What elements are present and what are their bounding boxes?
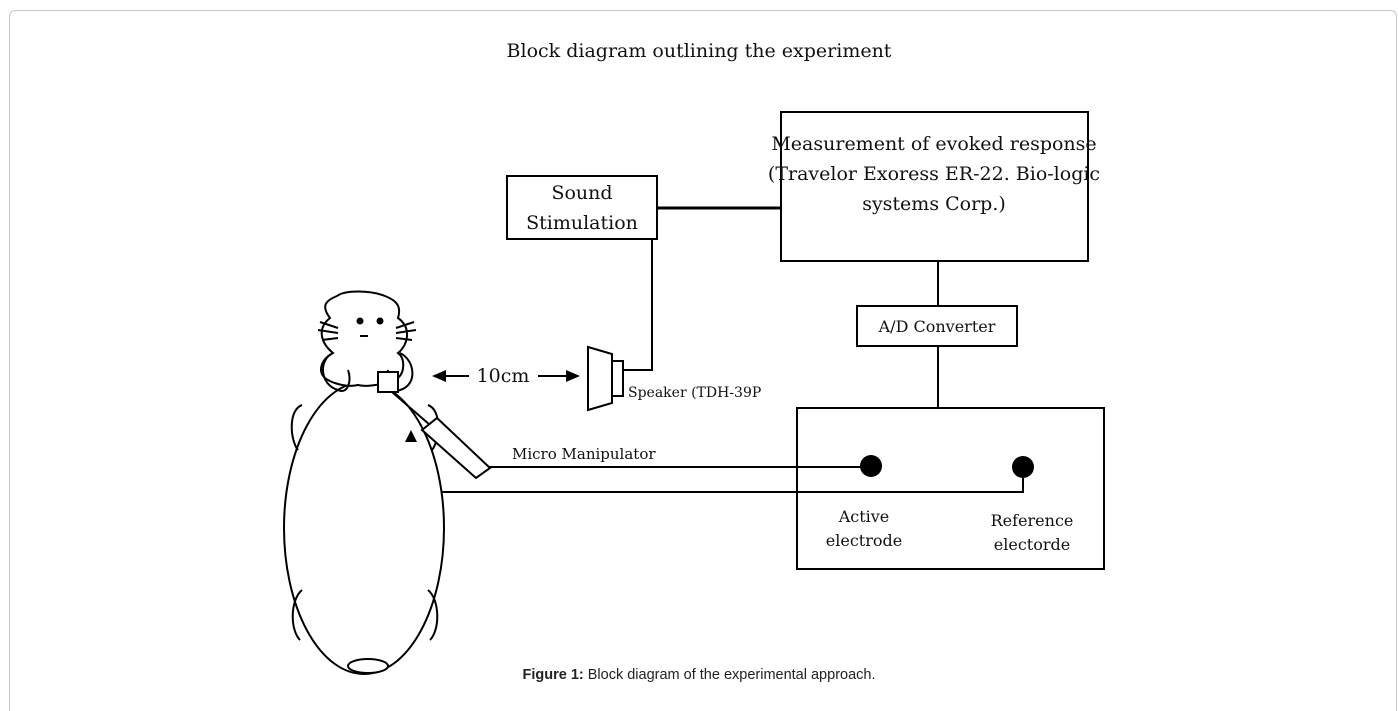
measurement-box <box>780 111 1089 262</box>
electrode-box <box>796 407 1105 570</box>
arrowhead-left <box>432 370 446 382</box>
active-electrode-dot <box>860 455 882 477</box>
sound-stimulation-label-1: Sound <box>551 182 612 204</box>
reference-electrode-label-1: Reference <box>991 511 1074 530</box>
caption-prefix: Figure 1: <box>522 667 584 683</box>
active-electrode-label-2: electrode <box>826 531 902 550</box>
speaker-icon <box>587 345 624 412</box>
connector-sound-to-speaker <box>623 239 653 371</box>
measurement-label-2: (Travelor Exoress ER-22. Bio-logic <box>768 163 1100 185</box>
caption-text: Block diagram of the experimental approa… <box>583 667 876 683</box>
guinea-pig-illustration <box>283 290 445 675</box>
arrowhead-right <box>566 370 580 382</box>
measurement-label-1: Measurement of evoked response <box>771 133 1096 155</box>
arrowhead-up <box>405 430 417 442</box>
reference-electrode-dot <box>1012 456 1034 478</box>
block-diagram: Sound Stimulation Measurement of evoked … <box>283 111 1105 675</box>
ad-converter-label: A/D Converter <box>878 317 996 336</box>
speaker-label: Speaker (TDH-39P <box>628 385 761 401</box>
distance-label: 10cm <box>477 365 530 387</box>
sound-stimulation-label-2: Stimulation <box>526 212 638 234</box>
figure-caption: Figure 1: Block diagram of the experimen… <box>0 667 1398 683</box>
diagram-title: Block diagram outlining the experiment <box>506 40 892 62</box>
sound-stimulation-box <box>506 175 658 240</box>
reference-electrode-label-2: electorde <box>994 535 1070 554</box>
figure-frame <box>9 10 1397 711</box>
micro-manipulator-rod <box>420 416 492 480</box>
measurement-label-3: systems Corp.) <box>862 193 1006 215</box>
active-electrode-label-1: Active <box>838 507 890 526</box>
micro-manipulator-label: Micro Manipulator <box>512 445 656 463</box>
